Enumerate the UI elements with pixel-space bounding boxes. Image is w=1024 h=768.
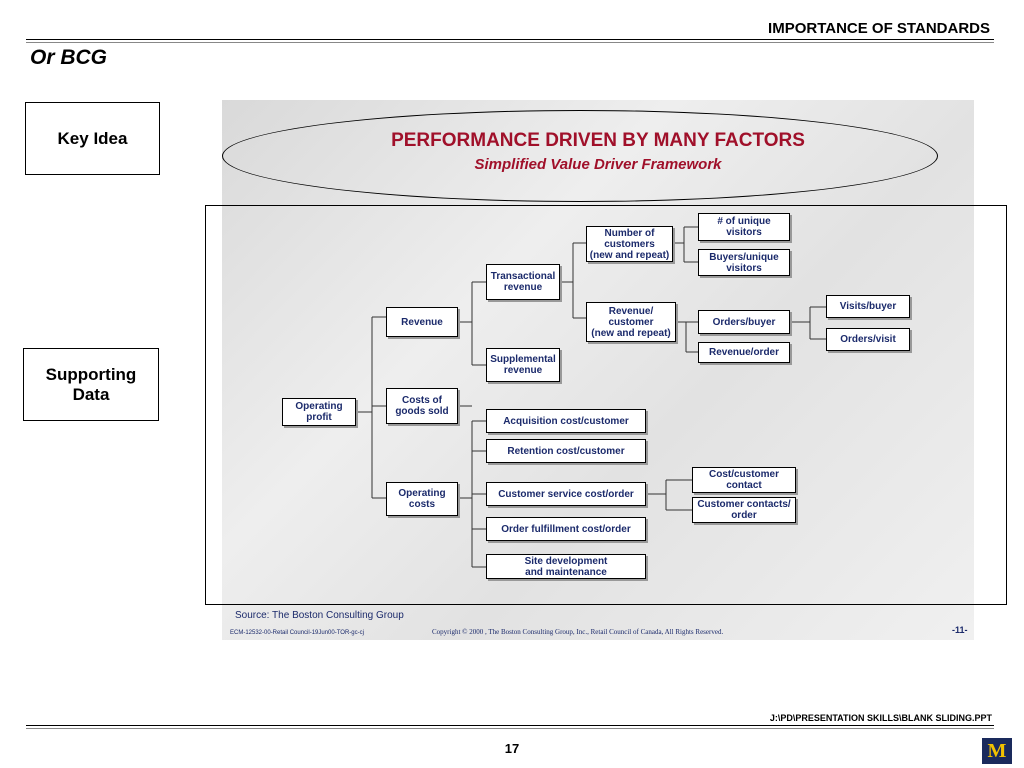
node-revenue-order: Revenue/order — [698, 342, 790, 363]
copyright-notice: Copyright © 2000 , The Boston Consulting… — [432, 628, 724, 636]
node-orders-visit: Orders/visit — [826, 328, 910, 351]
footer-rule — [26, 725, 994, 726]
supporting-data-box: Supporting Data — [23, 348, 159, 421]
title-ellipse — [222, 110, 938, 202]
embedded-page-number: -11- — [952, 625, 968, 635]
node-unique-visitors: # of unique visitors — [698, 213, 790, 241]
node-acquisition-cost: Acquisition cost/customer — [486, 409, 646, 433]
node-customer-contacts-order: Customer contacts/ order — [692, 497, 796, 523]
file-path: J:\PD\PRESENTATION SKILLS\BLANK SLIDING.… — [769, 713, 992, 723]
node-number-of-customers: Number of customers (new and repeat) — [586, 226, 673, 262]
node-revenue-per-customer: Revenue/ customer (new and repeat) — [586, 302, 676, 342]
node-orders-buyer: Orders/buyer — [698, 310, 790, 334]
header-rule — [26, 39, 994, 40]
node-operating-costs: Operating costs — [386, 482, 458, 516]
node-retention-cost: Retention cost/customer — [486, 439, 646, 463]
node-order-fulfillment-cost: Order fulfillment cost/order — [486, 517, 646, 541]
document-id: ECM-12532-00-Retail Council-19Jun00-TOR-… — [230, 630, 364, 636]
node-buyers-unique-visitors: Buyers/unique visitors — [698, 249, 790, 276]
logo-letter: M — [987, 739, 1007, 762]
key-idea-label: Key Idea — [57, 128, 128, 148]
page-number: 17 — [504, 741, 520, 756]
key-idea-box: Key Idea — [25, 102, 160, 175]
slide-subtitle: Or BCG — [30, 46, 108, 69]
header-title: IMPORTANCE OF STANDARDS — [768, 20, 990, 37]
university-logo: M — [982, 738, 1012, 764]
embedded-slide-title: PERFORMANCE DRIVEN BY MANY FACTORS — [391, 130, 805, 151]
node-operating-profit: Operating profit — [282, 398, 356, 426]
node-supplemental-revenue: Supplemental revenue — [486, 348, 560, 382]
diagram-frame — [205, 205, 1007, 605]
embedded-slide-subtitle: Simplified Value Driver Framework — [474, 156, 722, 173]
node-site-development: Site development and maintenance — [486, 554, 646, 579]
node-cost-customer-contact: Cost/customer contact — [692, 467, 796, 493]
header-rule-secondary — [26, 42, 994, 43]
source-note: Source: The Boston Consulting Group — [235, 610, 404, 621]
node-revenue: Revenue — [386, 307, 458, 337]
node-costs-of-goods-sold: Costs of goods sold — [386, 388, 458, 424]
supporting-data-label: Supporting Data — [45, 364, 137, 404]
node-visits-buyer: Visits/buyer — [826, 295, 910, 318]
footer-rule-secondary — [26, 728, 994, 729]
node-customer-service-cost: Customer service cost/order — [486, 482, 646, 506]
node-transactional-revenue: Transactional revenue — [486, 264, 560, 300]
